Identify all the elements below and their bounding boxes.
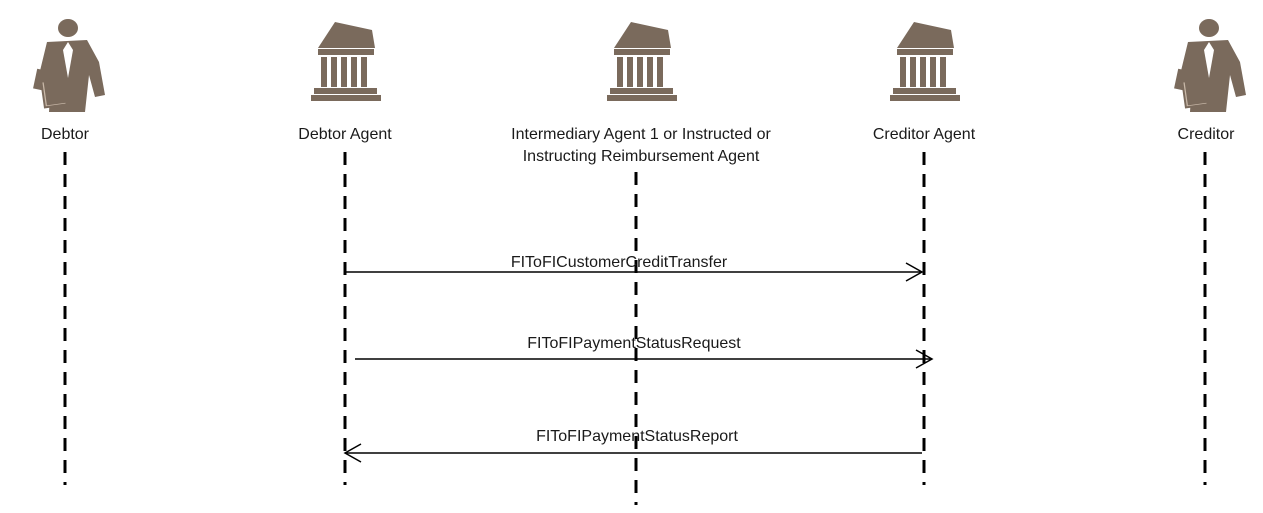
message-msg-1: FIToFICustomerCreditTransfer — [345, 254, 924, 282]
participant-labels: Debtor Debtor Agent Intermediary Agent 1 o… — [41, 126, 1235, 165]
messages: FIToFICustomerCreditTransferFIToFIPaymen… — [343, 254, 934, 463]
message-msg-2: FIToFIPaymentStatusRequest — [355, 335, 934, 369]
participant-label-intermediary-agent: Intermediary Agent 1 or Instructed or — [511, 126, 771, 143]
arrowhead-icon — [343, 443, 362, 463]
bank-icon — [311, 22, 381, 101]
lifelines — [63, 152, 1207, 505]
arrowhead-icon — [905, 262, 924, 282]
participant-label-creditor-agent: Creditor Agent — [873, 126, 976, 143]
person-icon — [33, 19, 105, 112]
participant-label-creditor: Creditor — [1178, 126, 1236, 143]
participant-label-debtor: Debtor — [41, 126, 90, 143]
participant-label-debtor-agent: Debtor Agent — [298, 126, 392, 143]
person-icon — [1174, 19, 1246, 112]
participant-icons — [33, 19, 1246, 112]
participant-label-intermediary-agent: Instructing Reimbursement Agent — [523, 148, 760, 165]
message-label: FIToFIPaymentStatusRequest — [527, 335, 741, 352]
message-msg-3: FIToFIPaymentStatusReport — [343, 428, 922, 463]
bank-icon — [890, 22, 960, 101]
arrowhead-icon — [915, 349, 934, 369]
bank-icon — [607, 22, 677, 101]
message-label: FIToFICustomerCreditTransfer — [511, 254, 728, 271]
message-label: FIToFIPaymentStatusReport — [536, 428, 738, 445]
